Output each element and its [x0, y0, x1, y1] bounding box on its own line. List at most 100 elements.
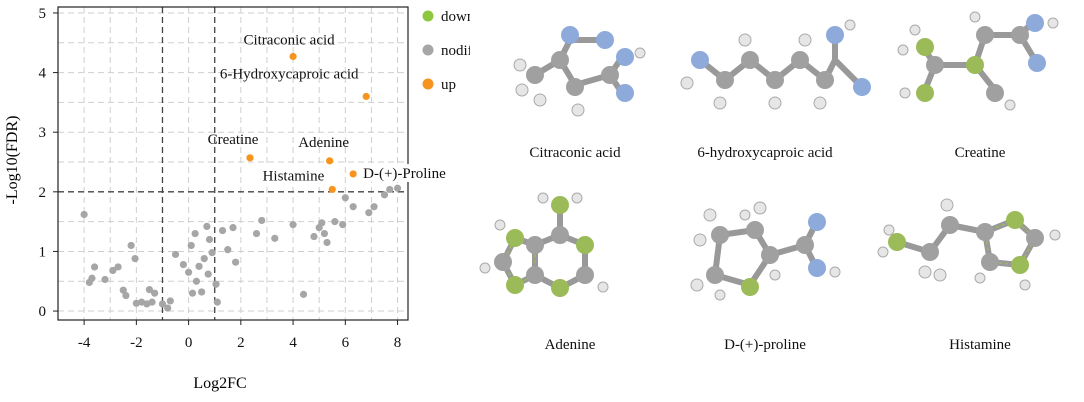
data-point-nodiff: [191, 229, 199, 238]
data-point-up: [326, 157, 334, 165]
plot-frame: [57, 6, 409, 321]
data-point-nodiff: [151, 289, 159, 297]
x-tick-label: 4: [289, 335, 297, 351]
data-points: [80, 52, 402, 312]
data-point-nodiff: [200, 254, 208, 263]
y-tick-label: 4: [39, 66, 47, 82]
data-point-nodiff: [195, 262, 203, 270]
y-axis-label: -Log10(FDR): [4, 116, 21, 205]
annotation-label: 6-Hydroxycaproic acid: [220, 66, 359, 82]
d-proline-structure: [690, 201, 841, 301]
x-axis-label: Log2FC: [193, 375, 246, 392]
legend-label-nodiff: nodiff: [441, 43, 470, 59]
x-tick-label: 8: [394, 335, 402, 351]
data-point-nodiff: [370, 203, 378, 211]
data-point-nodiff: [164, 304, 172, 312]
data-point-nodiff: [101, 275, 109, 284]
data-point-nodiff: [114, 263, 122, 271]
y-tick-label: 3: [39, 125, 47, 141]
data-point-up: [289, 52, 297, 61]
annotation-label: Adenine: [298, 135, 349, 151]
data-point-nodiff: [208, 249, 216, 257]
caption-citraconic-acid: Citraconic acid: [529, 145, 621, 161]
data-point-nodiff: [365, 209, 373, 217]
data-point-nodiff: [158, 300, 167, 308]
legend-label-up: up: [441, 77, 456, 93]
data-point-nodiff: [318, 219, 326, 227]
data-point-nodiff: [148, 298, 156, 306]
data-point-nodiff: [131, 254, 139, 263]
data-point-nodiff: [80, 210, 88, 219]
x-tick-label: -4: [78, 335, 91, 351]
data-point-up: [328, 185, 336, 194]
data-point-nodiff: [205, 235, 214, 244]
data-point-nodiff: [232, 258, 240, 266]
6-hydroxycaproic-acid-structure: [680, 19, 871, 110]
data-point-nodiff: [341, 194, 349, 202]
data-point-up: [349, 170, 357, 178]
data-point-nodiff: [187, 241, 195, 250]
caption-adenine: Adenine: [544, 337, 596, 353]
x-tick-label: 2: [237, 335, 245, 351]
data-point-nodiff: [299, 290, 308, 298]
data-point-nodiff: [109, 266, 117, 275]
histamine-structure: [877, 198, 1061, 291]
data-point-nodiff: [198, 288, 206, 296]
data-point-nodiff: [166, 297, 174, 305]
data-point-nodiff: [224, 246, 232, 254]
data-point-up: [362, 92, 370, 101]
data-point-nodiff: [349, 203, 357, 211]
caption-histamine: Histamine: [949, 337, 1011, 353]
x-tick-label: 6: [342, 335, 350, 351]
annotation-label: Creatine: [208, 132, 259, 148]
data-point-nodiff: [289, 221, 297, 229]
annotation-label: Histamine: [263, 168, 325, 184]
threshold-lines: [58, 7, 408, 320]
adenine-structure: [479, 192, 609, 297]
annotation-bg: [256, 166, 328, 185]
data-point-nodiff: [213, 298, 221, 306]
data-point-nodiff: [310, 232, 318, 241]
data-point-nodiff: [179, 260, 187, 269]
data-point-nodiff: [188, 289, 197, 297]
legend-marker-up: [422, 78, 434, 90]
data-point-nodiff: [127, 241, 135, 250]
annotation-label: Citraconic acid: [243, 32, 335, 48]
data-point-nodiff: [204, 270, 212, 278]
data-point-up: [246, 154, 254, 162]
data-point-nodiff: [119, 286, 127, 294]
annotation-label: D-(+)-Proline: [363, 166, 446, 182]
data-point-nodiff: [380, 191, 389, 199]
data-point-nodiff: [192, 277, 201, 285]
data-point-nodiff: [171, 250, 180, 259]
citraconic-acid-structure: [513, 26, 646, 117]
data-point-nodiff: [203, 222, 211, 230]
data-point-nodiff: [212, 280, 220, 288]
data-point-nodiff: [320, 229, 329, 238]
caption-6-hydroxycaproic-acid: 6-hydroxycaproic acid: [697, 145, 833, 161]
data-point-nodiff: [145, 285, 154, 294]
y-tick-label: 5: [39, 6, 47, 22]
data-point-nodiff: [252, 229, 261, 238]
data-point-nodiff: [218, 226, 227, 235]
data-point-nodiff: [393, 184, 402, 192]
x-tick-label: 0: [185, 335, 193, 351]
data-point-nodiff: [122, 291, 130, 300]
point-annotations: Citraconic acid 6-Hydroxycaproic acidCrea…: [208, 32, 460, 185]
legend-marker-down: [422, 10, 434, 22]
data-point-nodiff: [88, 274, 96, 282]
data-point-nodiff: [184, 268, 193, 276]
data-point-nodiff: [331, 218, 339, 226]
data-point-nodiff: [258, 216, 266, 225]
caption-creatine: Creatine: [954, 145, 1006, 161]
data-point-nodiff: [90, 263, 99, 271]
x-tick-label: -2: [130, 335, 143, 351]
data-point-nodiff: [339, 221, 347, 229]
y-tick-label: 2: [39, 185, 47, 201]
legend-marker-nodiff: [422, 44, 434, 56]
data-point-nodiff: [229, 223, 237, 232]
y-tick-label: 1: [39, 244, 47, 260]
annotation-bg: [360, 163, 460, 182]
